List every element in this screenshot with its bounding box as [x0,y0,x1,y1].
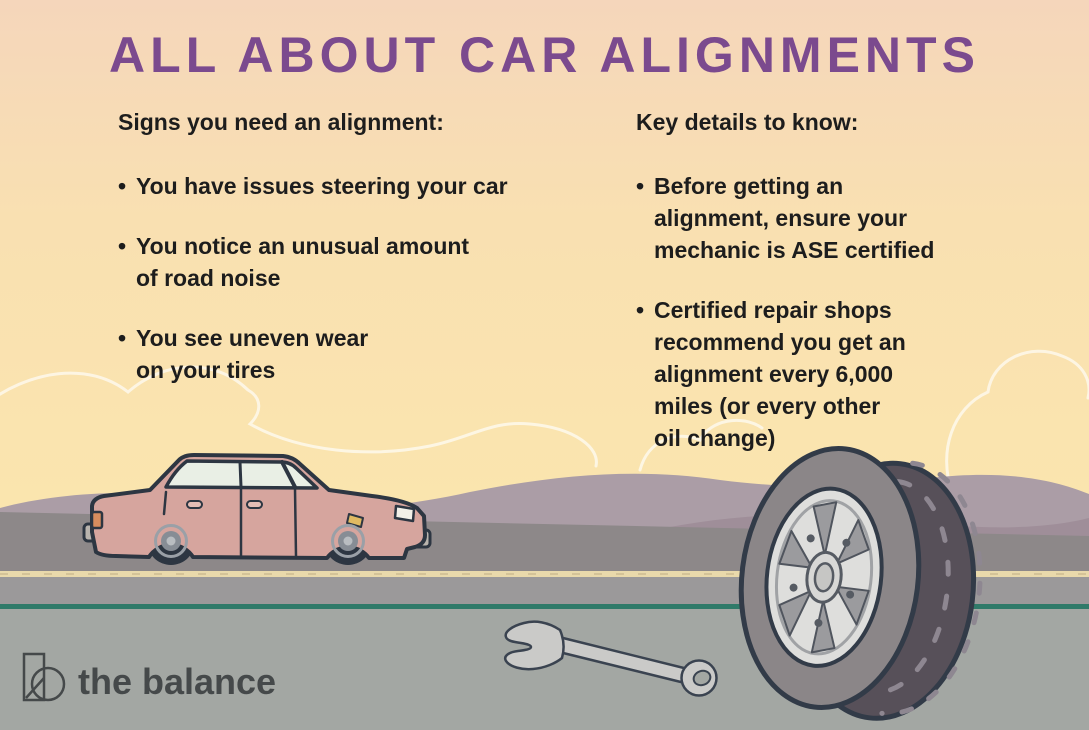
list-item: • You have issues steering your car [118,170,588,202]
list-item: • You see uneven wear on your tires [118,322,588,386]
tire-lug-nuts [789,534,855,627]
road-teal-line [0,604,1089,609]
bullet-marker: • [636,173,645,199]
car-tire [738,446,983,721]
bullet-marker: • [636,297,645,323]
balance-logo-text: the balance [78,661,277,702]
balance-logo-icon [22,652,66,702]
page-title: ALL ABOUT CAR ALIGNMENTS [109,27,980,83]
details-header: Key details to know: [636,109,859,135]
tire-tread-dashes [869,460,983,717]
road-lane-line [0,571,1089,577]
car-rear-hubcap [154,524,188,558]
car-headlight [393,504,416,523]
car-door-handle-front [246,500,263,509]
list-item: • Before getting an alignment, ensure yo… [636,170,1056,266]
tire-rim-ring [774,499,874,656]
car-a-pillar [280,460,297,489]
bullet-text: You have issues steering your car [136,173,508,199]
signs-header: Signs you need an alignment: [118,109,444,135]
car-front-hubcap [331,524,365,558]
car-taillight [90,510,104,530]
list-item: • You notice an unusual amount of road n… [118,230,588,294]
bullet-marker: • [118,173,127,199]
car-mirror [346,513,364,528]
wrench [504,620,718,697]
bullet-marker: • [118,325,127,351]
list-item: • Certified repair shops recommend you g… [636,294,1056,454]
details-column: Key details to know: • Before getting an… [636,106,1056,482]
bullet-text: You see uneven wear on your tires [136,325,369,383]
bullet-text: You notice an unusual amount of road noi… [136,233,470,291]
wrench-open-end [504,620,565,671]
signs-column: Signs you need an alignment: • You have … [118,106,588,414]
car-b-pillar [238,460,243,489]
wrench-ring-hole [692,669,712,687]
clouds [0,349,1089,494]
bullet-marker: • [118,233,127,259]
balance-logo: the balance [22,650,276,706]
tire-hub-center [813,562,835,593]
car-quarter-seam [162,490,168,516]
car-door-seam-front [293,487,298,558]
sedan-car [82,453,432,565]
bullet-text: Certified repair shops recommend you get… [654,297,906,451]
bullet-text: Before getting an alignment, ensure your… [654,173,935,263]
tire-spoke-gaps [778,501,870,654]
car-door-handle-rear [186,500,203,509]
